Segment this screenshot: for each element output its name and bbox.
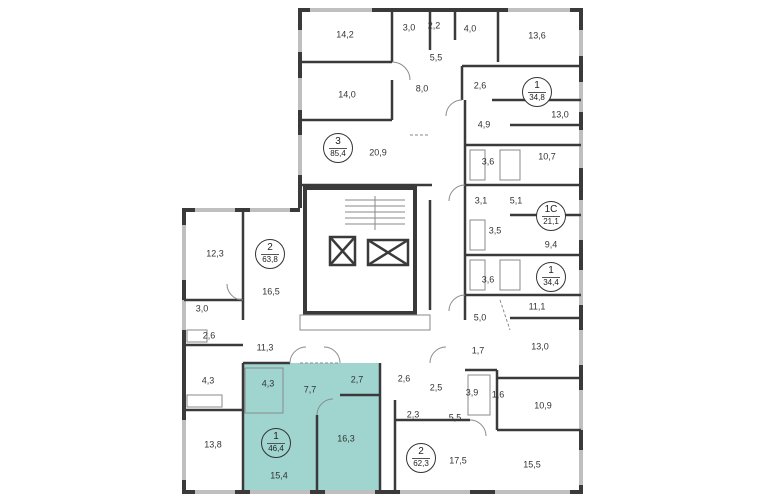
apartment-number: 1: [534, 80, 540, 91]
stair-core: [303, 186, 417, 315]
room-area-label: 2,6: [202, 330, 216, 341]
badge-divider: [329, 148, 347, 149]
room-area-label: 2,6: [397, 373, 411, 384]
apartment-number: 2: [418, 446, 424, 457]
door-swings: [226, 61, 487, 437]
apartment-area: 21,1: [543, 217, 559, 226]
stair-steps: [345, 196, 405, 230]
room-area-label: 4,0: [463, 23, 477, 34]
apartment-badge-1-mid[interactable]: 1 34,4: [536, 262, 566, 292]
outer-walls: [182, 8, 583, 494]
inner-walls: [184, 10, 581, 492]
apartment-number: 1: [273, 431, 279, 442]
room-area-label: 9,4: [544, 239, 558, 250]
apartment-badge-2-bottom[interactable]: 2 62,3: [406, 443, 436, 473]
room-area-label: 11,1: [528, 301, 546, 312]
room-area-label: 3,0: [402, 22, 416, 33]
room-area-label: 10,9: [534, 400, 552, 411]
apartment-number: 2: [267, 242, 273, 253]
apartment-badge-3[interactable]: 3 85,4: [323, 133, 353, 163]
room-area-label: 1,7: [471, 345, 485, 356]
apartment-area: 85,4: [330, 149, 346, 158]
room-area-label: 16,3: [337, 433, 355, 444]
room-area-label: 3,1: [474, 195, 488, 206]
badge-divider: [528, 92, 546, 93]
apartment-number: 3: [335, 136, 341, 147]
badge-divider: [542, 277, 560, 278]
room-area-label: 2,6: [473, 80, 487, 91]
apartment-number: 1: [548, 265, 554, 276]
room-area-label: 1,6: [491, 389, 505, 400]
room-area-label: 5,5: [429, 52, 443, 63]
apartment-area: 34,4: [543, 278, 559, 287]
room-area-label: 13,0: [551, 109, 569, 120]
room-area-label: 5,1: [509, 195, 523, 206]
room-area-label: 3,6: [481, 274, 495, 285]
room-area-label: 5,0: [473, 312, 487, 323]
room-area-label: 17,5: [449, 455, 467, 466]
room-area-label: 16,5: [262, 286, 280, 297]
room-area-label: 8,0: [415, 83, 429, 94]
room-area-label: 2,7: [350, 374, 364, 385]
badge-divider: [542, 216, 560, 217]
room-area-label: 10,7: [538, 151, 556, 162]
room-area-label: 13,6: [528, 30, 546, 41]
room-area-label: 13,8: [204, 439, 222, 450]
apartment-area: 34,8: [529, 93, 545, 102]
room-area-label: 7,7: [303, 384, 317, 395]
room-area-label: 2,2: [427, 20, 441, 31]
badge-divider: [261, 254, 279, 255]
apartment-area: 62,3: [413, 459, 429, 468]
room-area-label: 14,2: [336, 29, 354, 40]
badge-divider: [267, 443, 285, 444]
room-area-label: 13,0: [531, 341, 549, 352]
apartment-badge-1-top[interactable]: 1 34,8: [522, 77, 552, 107]
room-area-label: 12,3: [206, 248, 224, 259]
room-area-label: 20,9: [369, 147, 387, 158]
room-area-label: 2,3: [406, 409, 420, 420]
room-area-label: 4,9: [477, 119, 491, 130]
room-area-label: 3,5: [488, 225, 502, 236]
room-area-label: 2,5: [429, 382, 443, 393]
apartment-badge-1c[interactable]: 1С 21,1: [536, 201, 566, 231]
room-area-label: 3,9: [465, 387, 479, 398]
partitions: [186, 134, 521, 416]
room-area-label: 5,5: [448, 412, 462, 423]
room-area-label: 3,6: [481, 156, 495, 167]
room-area-label: 11,3: [256, 342, 274, 353]
badge-divider: [412, 458, 430, 459]
apartment-number: 1С: [544, 204, 558, 215]
room-area-label: 15,5: [523, 459, 541, 470]
apartment-badge-1-selected[interactable]: 1 46,4: [261, 428, 291, 458]
apartment-area: 46,4: [268, 444, 284, 453]
windows: [182, 8, 583, 494]
room-area-label: 14,0: [338, 89, 356, 100]
room-area-label: 15,4: [270, 470, 288, 481]
room-area-label: 4,3: [201, 375, 215, 386]
room-area-label: 4,3: [261, 378, 275, 389]
apartment-area: 63,8: [262, 255, 278, 264]
apartment-badge-2-left[interactable]: 2 63,8: [255, 239, 285, 269]
room-area-label: 3,0: [195, 303, 209, 314]
